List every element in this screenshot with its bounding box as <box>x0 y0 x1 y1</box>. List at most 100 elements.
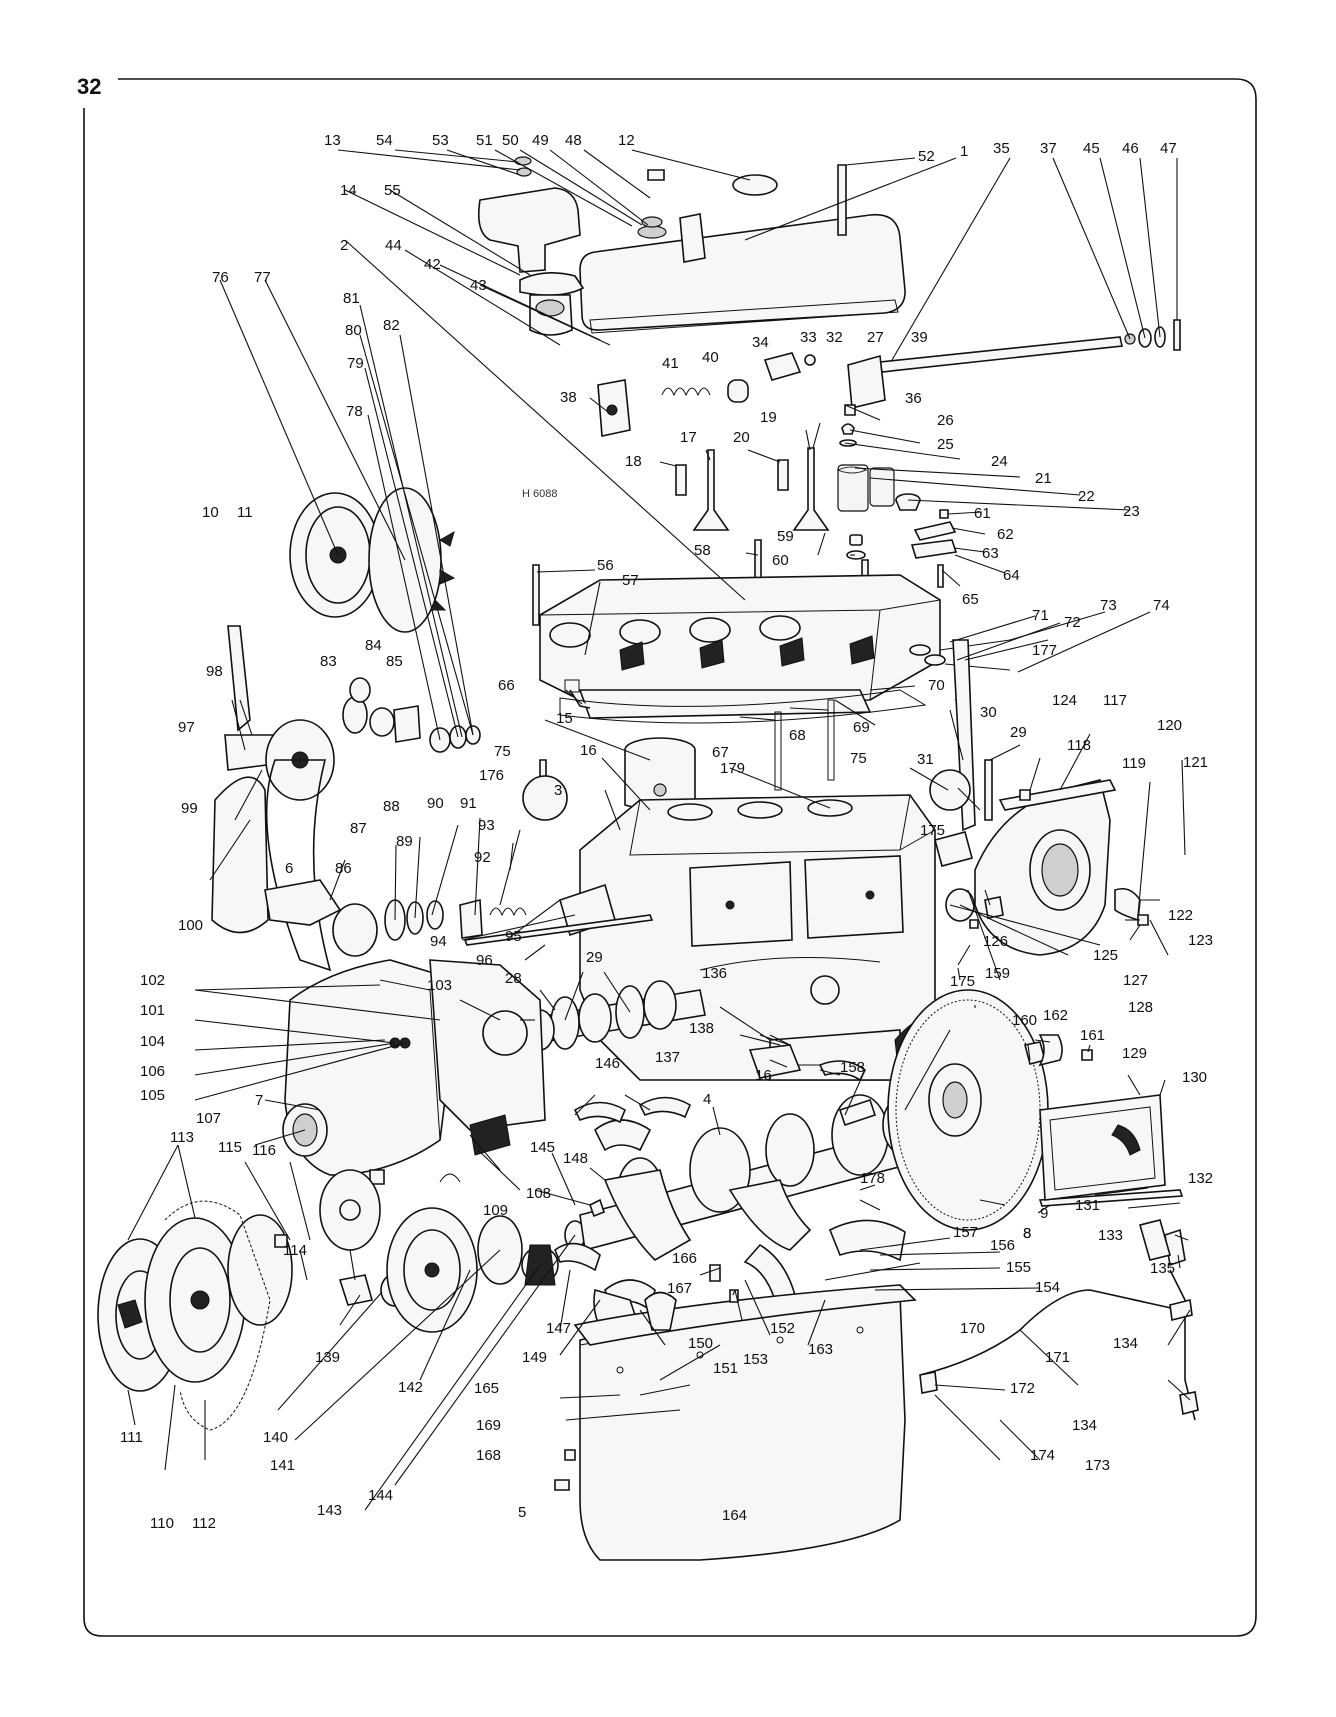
callout-134-upper: 134 <box>1113 1335 1138 1352</box>
water-pump-illustration <box>264 677 654 957</box>
callout-30: 30 <box>980 704 997 721</box>
callout-18: 18 <box>625 453 642 470</box>
callout-16-bearing: 16 <box>755 1067 772 1084</box>
callout-148: 148 <box>563 1150 588 1167</box>
leader-lines <box>127 149 1191 1511</box>
callout-125: 125 <box>1093 947 1118 964</box>
callout-42: 42 <box>424 256 441 273</box>
callout-46: 46 <box>1122 140 1139 157</box>
cylinder-block-illustration <box>579 794 946 1086</box>
callout-165: 165 <box>474 1380 499 1397</box>
callout-168: 168 <box>476 1447 501 1464</box>
callout-15: 15 <box>556 710 573 727</box>
callout-129: 129 <box>1122 1045 1147 1062</box>
callout-73: 73 <box>1100 597 1117 614</box>
callout-48: 48 <box>565 132 582 149</box>
callout-151: 151 <box>713 1360 738 1377</box>
timing-cover-illustration <box>282 959 546 1185</box>
callout-143: 143 <box>317 1502 342 1519</box>
callout-41: 41 <box>662 355 679 372</box>
callout-50: 50 <box>502 132 519 149</box>
callout-128: 128 <box>1128 999 1153 1016</box>
callout-175-lower: 175 <box>950 973 975 990</box>
callout-2: 2 <box>340 237 348 254</box>
callout-75-block: 75 <box>850 750 867 767</box>
callout-167: 167 <box>667 1280 692 1297</box>
callout-drawing-code: H 6088 <box>522 488 557 500</box>
callout-123: 123 <box>1188 932 1213 949</box>
callout-23: 23 <box>1123 503 1140 520</box>
callout-176: 176 <box>479 767 504 784</box>
callout-98: 98 <box>206 663 223 680</box>
callout-75: 75 <box>494 743 511 760</box>
callout-141: 141 <box>270 1457 295 1474</box>
callout-133: 133 <box>1098 1227 1123 1244</box>
callout-139: 139 <box>315 1349 340 1366</box>
callout-13: 13 <box>324 132 341 149</box>
callout-79: 79 <box>347 355 364 372</box>
callout-20: 20 <box>733 429 750 446</box>
callout-52: 52 <box>918 148 935 165</box>
callout-116: 116 <box>252 1142 276 1159</box>
callout-109: 109 <box>483 1202 508 1219</box>
callout-3: 3 <box>554 782 562 799</box>
callout-145: 145 <box>530 1139 555 1156</box>
callout-36: 36 <box>905 390 922 407</box>
callout-65: 65 <box>962 591 979 608</box>
callout-40: 40 <box>702 349 719 366</box>
callout-97: 97 <box>178 719 195 736</box>
callout-86: 86 <box>335 860 352 877</box>
callout-49: 49 <box>532 132 549 149</box>
callout-labels: 13 54 53 51 50 49 48 12 52 1 35 37 45 46… <box>120 132 1213 1532</box>
callout-24: 24 <box>991 453 1008 470</box>
callout-14: 14 <box>340 182 357 199</box>
callout-146: 146 <box>595 1055 620 1072</box>
head-gasket-illustration <box>559 689 927 724</box>
callout-51: 51 <box>476 132 493 149</box>
callout-76: 76 <box>212 269 229 286</box>
callout-105: 105 <box>140 1087 165 1104</box>
callout-162: 162 <box>1043 1007 1068 1024</box>
callout-112: 112 <box>192 1515 216 1532</box>
callout-47: 47 <box>1160 140 1177 157</box>
callout-91: 91 <box>460 795 477 812</box>
callout-17: 17 <box>680 429 697 446</box>
callout-9: 9 <box>1040 1205 1048 1222</box>
callout-7: 7 <box>255 1092 263 1109</box>
callout-21: 21 <box>1035 470 1052 487</box>
callout-149: 149 <box>522 1349 547 1366</box>
callout-158: 158 <box>840 1059 865 1076</box>
callout-132: 132 <box>1188 1170 1213 1187</box>
callout-59: 59 <box>777 528 794 545</box>
callout-22: 22 <box>1078 488 1095 505</box>
main-bearings-illustration <box>554 1060 877 1272</box>
callout-92: 92 <box>474 849 491 866</box>
callout-136: 136 <box>702 965 727 982</box>
callout-62: 62 <box>997 526 1014 543</box>
callout-170: 170 <box>960 1320 985 1337</box>
callout-70: 70 <box>928 677 945 694</box>
callout-29: 29 <box>1010 724 1027 741</box>
callout-140: 140 <box>263 1429 288 1446</box>
timing-chain-illustration <box>97 1169 410 1431</box>
callout-152: 152 <box>770 1320 795 1337</box>
callout-44: 44 <box>385 237 402 254</box>
callout-96: 96 <box>476 952 493 969</box>
callout-6: 6 <box>285 860 293 877</box>
callout-115: 115 <box>218 1139 242 1156</box>
callout-39: 39 <box>911 329 928 346</box>
callout-119: 119 <box>1122 755 1146 772</box>
callout-130: 130 <box>1182 1069 1207 1086</box>
valve-gear-illustration <box>532 447 958 626</box>
callout-138: 138 <box>689 1020 714 1037</box>
callout-26: 26 <box>937 412 954 429</box>
callout-80: 80 <box>345 322 362 339</box>
callout-67: 67 <box>712 744 729 761</box>
rear-plate-illustration <box>934 779 1149 956</box>
callout-54: 54 <box>376 132 393 149</box>
callout-110: 110 <box>150 1515 174 1532</box>
callout-58: 58 <box>694 542 711 559</box>
callout-68: 68 <box>789 727 806 744</box>
callout-72: 72 <box>1064 614 1081 631</box>
callout-171: 171 <box>1045 1349 1070 1366</box>
